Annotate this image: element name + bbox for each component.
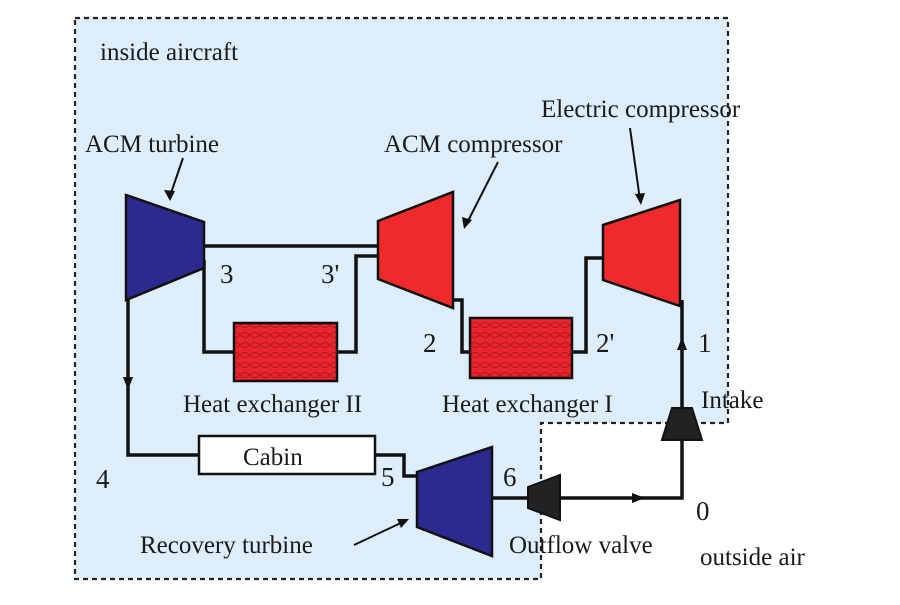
duct-hx2-3p (337, 254, 378, 354)
cabin-shape (197, 434, 377, 476)
leader-electric-compressor (629, 127, 641, 201)
heat-exchanger-1-shape (468, 316, 574, 380)
flow-arrow-down-icon (123, 377, 133, 390)
acm-compressor-shape (376, 190, 455, 310)
duct-0 (560, 440, 684, 500)
station-2: 2 (423, 328, 437, 358)
electric-compressor-label: Electric compressor (541, 96, 741, 123)
heat-exchanger-2-label: Heat exchanger II (183, 391, 362, 418)
flow-arrow-up-icon (677, 337, 687, 350)
station-5: 5 (381, 462, 395, 492)
recovery-turbine-label: Recovery turbine (140, 532, 313, 559)
station-1: 1 (698, 328, 712, 358)
station-4: 4 (96, 464, 110, 494)
intake-shape (660, 407, 704, 441)
intake-label: Intake (701, 387, 763, 414)
recovery-turbine-shape (415, 445, 494, 558)
heat-exchanger-1-label: Heat exchanger I (442, 391, 613, 418)
outflow-valve-shape (527, 473, 561, 522)
leader-acm-turbine (169, 157, 184, 197)
duct-hx1-2p (572, 256, 603, 354)
station-3-prime: 3' (321, 259, 339, 289)
duct-4 (126, 300, 199, 457)
heat-exchanger-2-shape (232, 321, 339, 383)
station-0: 0 (696, 496, 710, 526)
duct-5 (375, 453, 417, 478)
flow-arrow-right-icon (632, 493, 645, 503)
station-2-prime: 2' (596, 328, 614, 358)
leader-acm-compressor-head-icon (462, 217, 472, 229)
leader-acm-turbine-head-icon (164, 190, 175, 201)
acm-turbine-shape (124, 193, 206, 302)
leader-recovery-turbine-head-icon (397, 519, 409, 528)
outside-air-label: outside air (700, 544, 806, 571)
leader-acm-compressor (466, 161, 499, 224)
cabin-label: Cabin (243, 444, 303, 471)
outflow-valve-label: Outflow valve (509, 532, 653, 559)
station-6: 6 (503, 462, 517, 492)
acm-compressor-label: ACM compressor (384, 131, 563, 158)
electric-compressor-shape (601, 198, 682, 308)
inside-aircraft-label: inside aircraft (100, 39, 238, 66)
duct-3-hx2 (202, 260, 234, 354)
duct-2-hx1 (453, 298, 470, 354)
leader-electric-compressor-head-icon (635, 193, 645, 205)
station-3: 3 (220, 259, 234, 289)
acm-turbine-label: ACM turbine (85, 131, 219, 158)
leader-recovery-turbine (353, 520, 406, 546)
